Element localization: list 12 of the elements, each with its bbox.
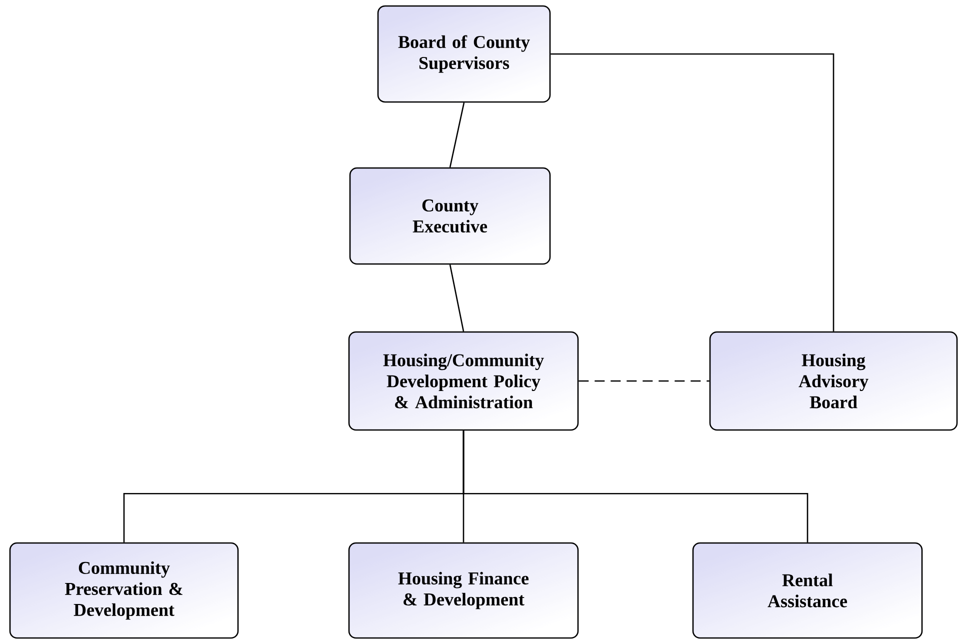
connector-line — [449, 102, 465, 168]
connector-line — [449, 264, 464, 332]
org-box: Housing Advisory Board — [709, 331, 958, 431]
org-box: Housing Finance & Development — [348, 542, 579, 639]
org-box: Board of County Supervisors — [377, 5, 551, 103]
connector-line — [578, 380, 710, 382]
org-box: Rental Assistance — [692, 542, 923, 639]
org-box: Housing/Community Development Policy & Administration — [348, 331, 579, 431]
org-box: Community Preservation & Development — [9, 542, 239, 639]
connector-line — [550, 53, 834, 332]
connector-line — [462, 430, 808, 542]
org-box: County Executive — [349, 167, 551, 265]
